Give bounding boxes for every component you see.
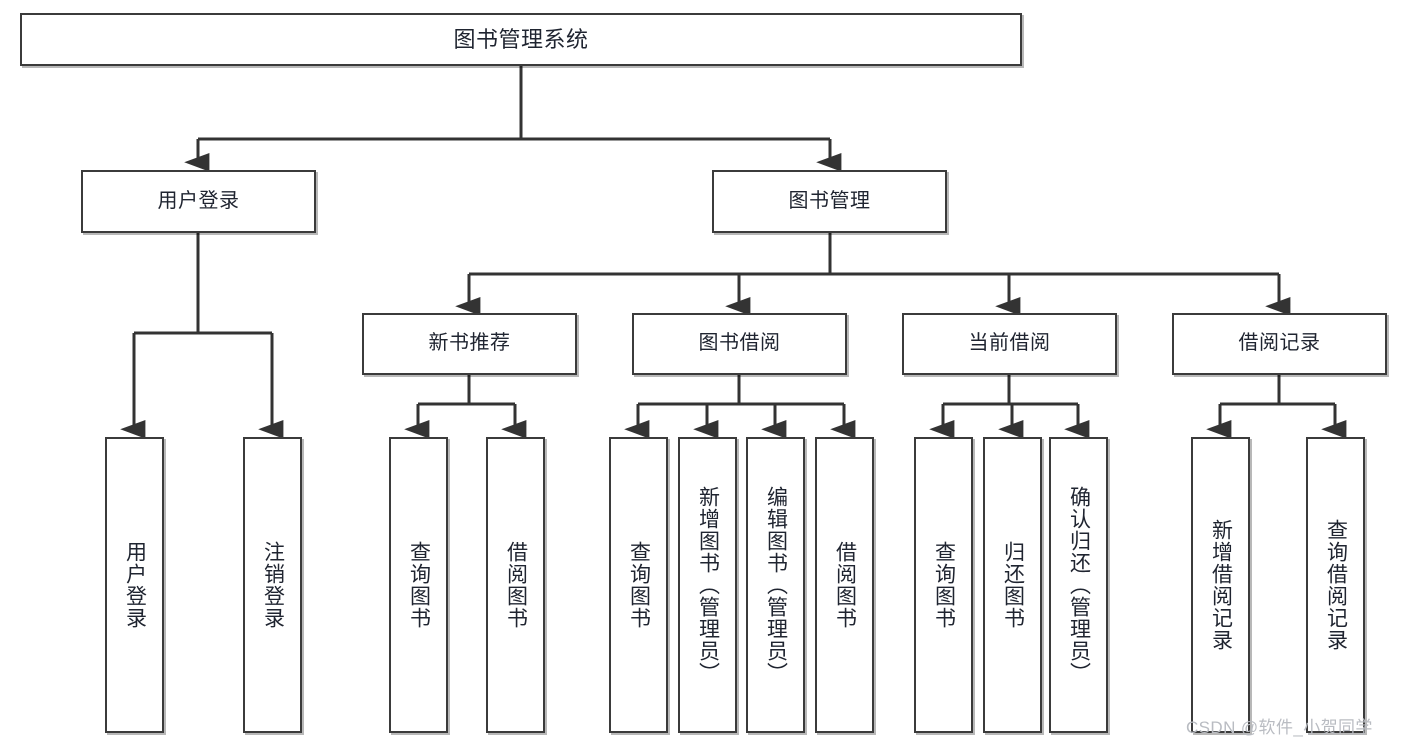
- leaf-borrow-book-newbook[interactable]: 借阅图书: [486, 437, 545, 733]
- leaf-query-book-newbook[interactable]: 查询图书: [389, 437, 448, 733]
- leaf-add-book-admin[interactable]: 新增图书（管理员）: [678, 437, 737, 733]
- leaf-user-login-label: 用户登录: [123, 541, 147, 629]
- node-root[interactable]: 图书管理系统: [20, 13, 1022, 66]
- node-new-book-recommend[interactable]: 新书推荐: [362, 313, 577, 375]
- leaf-return-book[interactable]: 归还图书: [983, 437, 1042, 733]
- leaf-query-book-newbook-label: 查询图书: [407, 541, 431, 629]
- leaf-query-book-current-label: 查询图书: [932, 541, 956, 629]
- leaf-query-book-current[interactable]: 查询图书: [914, 437, 973, 733]
- node-current-borrow-label: 当前借阅: [968, 332, 1051, 355]
- node-user-login-label: 用户登录: [157, 189, 240, 212]
- node-book-management-label: 图书管理: [788, 189, 871, 212]
- leaf-edit-book-admin[interactable]: 编辑图书（管理员）: [746, 437, 805, 733]
- leaf-borrow-book[interactable]: 借阅图书: [815, 437, 874, 733]
- node-book-borrow[interactable]: 图书借阅: [632, 313, 847, 375]
- node-book-management[interactable]: 图书管理: [712, 170, 947, 233]
- node-root-label: 图书管理系统: [453, 26, 589, 52]
- leaf-user-login[interactable]: 用户登录: [105, 437, 164, 733]
- leaf-query-book-borrow-label: 查询图书: [627, 541, 651, 629]
- leaf-query-borrow-record[interactable]: 查询借阅记录: [1306, 437, 1365, 733]
- leaf-query-book-borrow[interactable]: 查询图书: [609, 437, 668, 733]
- leaf-logout-label: 注销登录: [261, 541, 285, 629]
- node-new-book-recommend-label: 新书推荐: [428, 332, 511, 355]
- leaf-add-borrow-record-label: 新增借阅记录: [1209, 519, 1233, 651]
- leaf-add-borrow-record[interactable]: 新增借阅记录: [1191, 437, 1250, 733]
- leaf-confirm-return-admin-label: 确认归还（管理员）: [1067, 486, 1091, 684]
- leaf-logout[interactable]: 注销登录: [243, 437, 302, 733]
- leaf-confirm-return-admin[interactable]: 确认归还（管理员）: [1049, 437, 1108, 733]
- leaf-edit-book-admin-label: 编辑图书（管理员）: [764, 486, 788, 684]
- node-user-login[interactable]: 用户登录: [81, 170, 316, 233]
- node-borrow-record[interactable]: 借阅记录: [1172, 313, 1387, 375]
- leaf-query-borrow-record-label: 查询借阅记录: [1324, 519, 1348, 651]
- leaf-return-book-label: 归还图书: [1001, 541, 1025, 629]
- leaf-borrow-book-label: 借阅图书: [833, 541, 857, 629]
- node-book-borrow-label: 图书借阅: [698, 332, 781, 355]
- node-current-borrow[interactable]: 当前借阅: [902, 313, 1117, 375]
- leaf-add-book-admin-label: 新增图书（管理员）: [696, 486, 720, 684]
- leaf-borrow-book-newbook-label: 借阅图书: [504, 541, 528, 629]
- node-borrow-record-label: 借阅记录: [1238, 332, 1321, 355]
